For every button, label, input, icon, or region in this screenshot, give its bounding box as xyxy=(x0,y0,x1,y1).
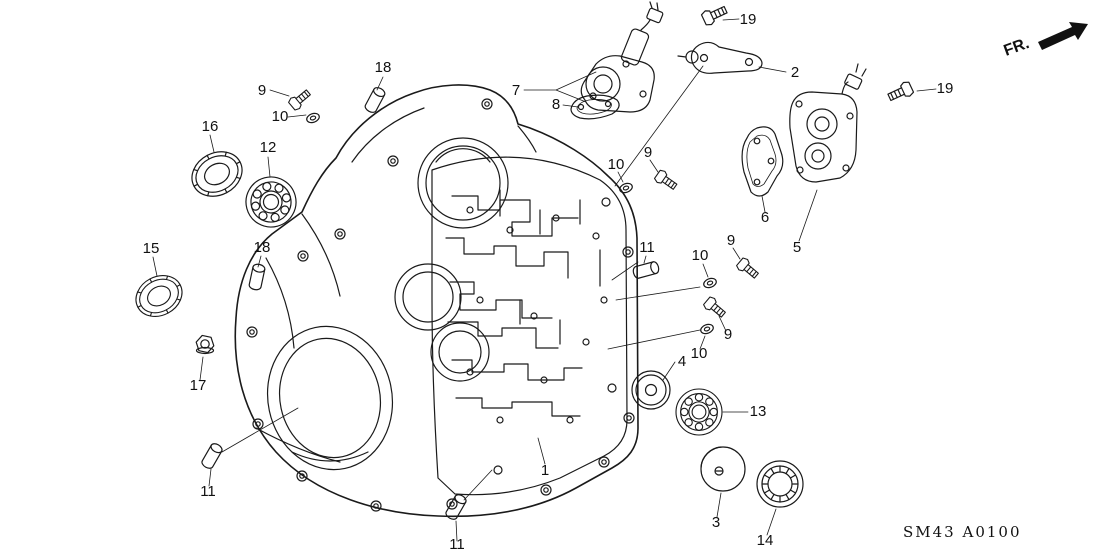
callout-8: 8 xyxy=(552,96,560,113)
thrust-plate-drawing xyxy=(631,370,671,410)
callout-11-bottom-center: 11 xyxy=(449,536,465,553)
bolt-right-upper xyxy=(734,256,762,282)
leader-lines xyxy=(152,18,937,542)
bolt-mid xyxy=(652,168,680,193)
ball-bearing-right xyxy=(675,388,723,436)
dowel-pin-mid xyxy=(247,262,267,292)
solenoid-assembly-b-drawing xyxy=(789,63,867,183)
torque-converter-housing-drawing xyxy=(234,84,639,518)
callout-10-mid: 10 xyxy=(608,156,625,173)
callout-9-top-left: 9 xyxy=(258,82,266,99)
bolt-top-right xyxy=(700,2,730,28)
washer-mid xyxy=(617,181,635,195)
callout-labels: 9 10 18 16 12 15 18 17 11 11 1 7 8 19 2 … xyxy=(143,11,954,553)
callout-15: 15 xyxy=(143,240,160,257)
callout-10-right-lower: 10 xyxy=(691,345,708,362)
callout-5: 5 xyxy=(793,239,801,256)
callout-9-right-upper: 9 xyxy=(727,232,735,249)
housing-bolt-holes xyxy=(246,98,635,512)
bolt-right xyxy=(885,79,915,105)
washer-top-left xyxy=(304,111,322,125)
solenoid-assembly-a-drawing xyxy=(580,1,664,113)
flange-nut xyxy=(195,334,215,355)
dowel-pin-top xyxy=(363,85,387,115)
oil-seal-upper xyxy=(183,142,251,206)
callout-18-top: 18 xyxy=(375,59,392,76)
fr-direction-indicator: FR. xyxy=(1002,22,1088,60)
callout-1: 1 xyxy=(541,462,549,479)
callout-19-right: 19 xyxy=(937,80,954,97)
callout-10-right-upper: 10 xyxy=(692,247,709,264)
callout-2: 2 xyxy=(791,64,799,81)
washer-right-lower xyxy=(698,322,716,336)
callout-11-right: 11 xyxy=(639,239,655,256)
drawing-code: SM43 A0100 xyxy=(903,523,1022,541)
callout-13: 13 xyxy=(750,403,767,420)
callout-19-top: 19 xyxy=(740,11,757,28)
callout-16: 16 xyxy=(202,118,219,135)
callout-10-top-left: 10 xyxy=(272,108,289,125)
callout-18-mid: 18 xyxy=(254,239,271,256)
dowel-pin-bottom-left xyxy=(199,441,225,471)
callout-9-right-lower: 9 xyxy=(724,326,732,343)
fr-label: FR. xyxy=(1002,35,1032,60)
ball-bearing-left xyxy=(239,170,303,234)
oil-seal-lower xyxy=(128,267,190,325)
solenoid-gasket-b-drawing xyxy=(741,126,784,197)
callout-12: 12 xyxy=(260,139,277,156)
callout-11-bottom-left: 11 xyxy=(200,483,216,500)
callout-6: 6 xyxy=(761,209,769,226)
callout-14: 14 xyxy=(757,532,774,549)
bolt-top-left xyxy=(286,86,314,112)
callout-3: 3 xyxy=(712,514,720,531)
fr-arrow-icon xyxy=(1038,22,1088,50)
end-cap-drawing xyxy=(700,446,746,492)
roller-bearing-drawing xyxy=(756,460,804,508)
callout-7: 7 xyxy=(512,82,520,99)
solenoid-gasket-a-drawing xyxy=(570,94,620,120)
sensor-bracket-drawing xyxy=(677,41,763,74)
bolt-right-lower xyxy=(701,295,729,321)
callout-4: 4 xyxy=(678,353,686,370)
washer-right-upper xyxy=(701,276,719,290)
callout-17: 17 xyxy=(190,377,207,394)
callout-9-mid: 9 xyxy=(644,144,652,161)
